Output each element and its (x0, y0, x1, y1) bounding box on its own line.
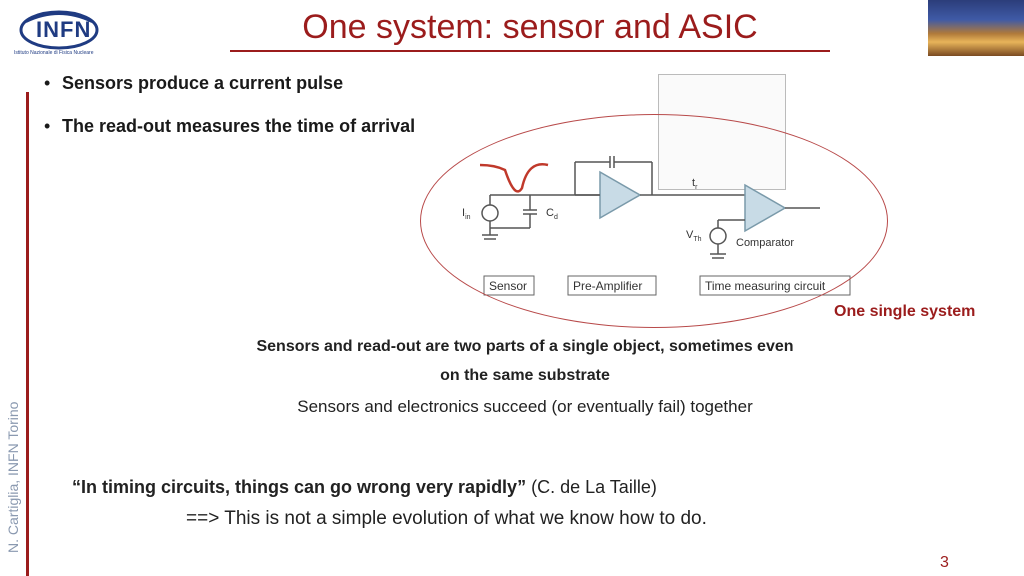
body-line-3: Sensors and electronics succeed (or even… (297, 397, 753, 416)
page-number: 3 (940, 554, 949, 571)
quote-author: (C. de La Taille) (531, 477, 657, 497)
logo-wordmark: INFN (36, 17, 92, 42)
conclusion-line: ==> This is not a simple evolution of wh… (186, 508, 707, 529)
system-ellipse (420, 114, 888, 328)
bullet-dot: • (44, 116, 51, 136)
quote-text: “In timing circuits, things can go wrong… (72, 477, 527, 497)
quote-line: “In timing circuits, things can go wrong… (72, 477, 657, 498)
title-underline (230, 50, 830, 52)
author-label: N. Cartiglia, INFN Torino (5, 401, 21, 553)
side-rule (26, 92, 29, 576)
bullet-item: • Sensors produce a current pulse (44, 73, 343, 94)
bullet-item: • The read-out measures the time of arriv… (44, 116, 415, 137)
corner-photo (928, 0, 1024, 56)
one-single-system-callout: One single system (834, 303, 976, 320)
bullet-text: Sensors produce a current pulse (62, 73, 344, 93)
bullet-text: The read-out measures the time of arriva… (62, 116, 416, 136)
page-title: One system: sensor and ASIC (302, 8, 758, 46)
infn-logo-icon (19, 10, 99, 50)
logo-subtitle: Istituto Nazionale di Fisica Nucleare (14, 50, 94, 56)
body-line-2: on the same substrate (440, 367, 610, 384)
infn-logo: INFN Istituto Nazionale di Fisica Nuclea… (12, 8, 122, 60)
body-line-1: Sensors and read-out are two parts of a … (256, 338, 794, 355)
bullet-dot: • (44, 73, 51, 93)
